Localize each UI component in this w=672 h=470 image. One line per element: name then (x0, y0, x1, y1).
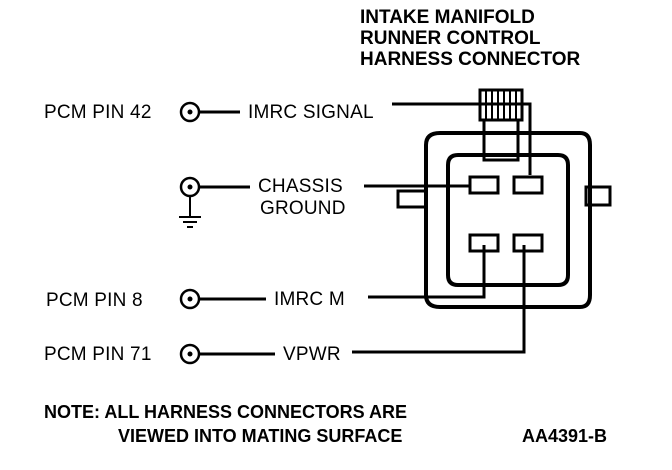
imrc-signal-label: IMRC SIGNAL (248, 102, 374, 123)
connector-left-ear (396, 189, 428, 209)
figure-id: AA4391-B (522, 426, 607, 446)
pcm-pin-42-label: PCM PIN 42 (44, 102, 152, 123)
circuit-vpwr: PCM PIN 71 VPWR (44, 245, 526, 365)
pcm-pin-71-label: PCM PIN 71 (44, 344, 152, 365)
connector-lock-tab (478, 88, 524, 162)
cavity-top-right (512, 175, 544, 195)
diagram-note: NOTE: ALL HARNESS CONNECTORS ARE VIEWED … (44, 402, 407, 446)
terminal-pin-71-icon (179, 343, 201, 365)
ground-label: GROUND (260, 198, 346, 219)
connector-right-ear (584, 185, 612, 207)
note-line-2: VIEWED INTO MATING SURFACE (118, 426, 402, 446)
terminal-pin-42-icon (179, 101, 201, 123)
title-line-3: HARNESS CONNECTOR (360, 49, 581, 70)
imrc-m-label: IMRC M (274, 289, 345, 310)
circuit-chassis-ground: CHASSIS GROUND (179, 176, 470, 228)
vpwr-label: VPWR (283, 344, 341, 365)
wire-imrc-signal (392, 102, 532, 175)
terminal-pin-8-icon (179, 288, 201, 310)
connector-body (396, 88, 612, 309)
circuit-imrc-m: PCM PIN 8 IMRC M (46, 245, 486, 311)
ground-symbol-icon (179, 196, 201, 228)
title-line-1: INTAKE MANIFOLD (360, 7, 535, 28)
cavity-bottom-left (468, 233, 500, 253)
connector-outer-shell (424, 131, 592, 309)
chassis-label: CHASSIS (258, 176, 343, 197)
wire-vpwr (352, 245, 526, 354)
cavity-bottom-right (512, 233, 544, 253)
diagram-title: INTAKE MANIFOLD RUNNER CONTROL HARNESS C… (360, 7, 581, 70)
pcm-pin-8-label: PCM PIN 8 (46, 290, 143, 311)
title-line-2: RUNNER CONTROL (360, 28, 541, 49)
terminal-ground-icon (179, 176, 201, 198)
wire-imrc-m (368, 245, 486, 299)
cavity-top-left (468, 175, 500, 195)
note-line-1: NOTE: ALL HARNESS CONNECTORS ARE (44, 402, 407, 422)
circuit-imrc-signal: PCM PIN 42 IMRC SIGNAL (44, 101, 532, 175)
connector-inner-housing (446, 153, 570, 287)
